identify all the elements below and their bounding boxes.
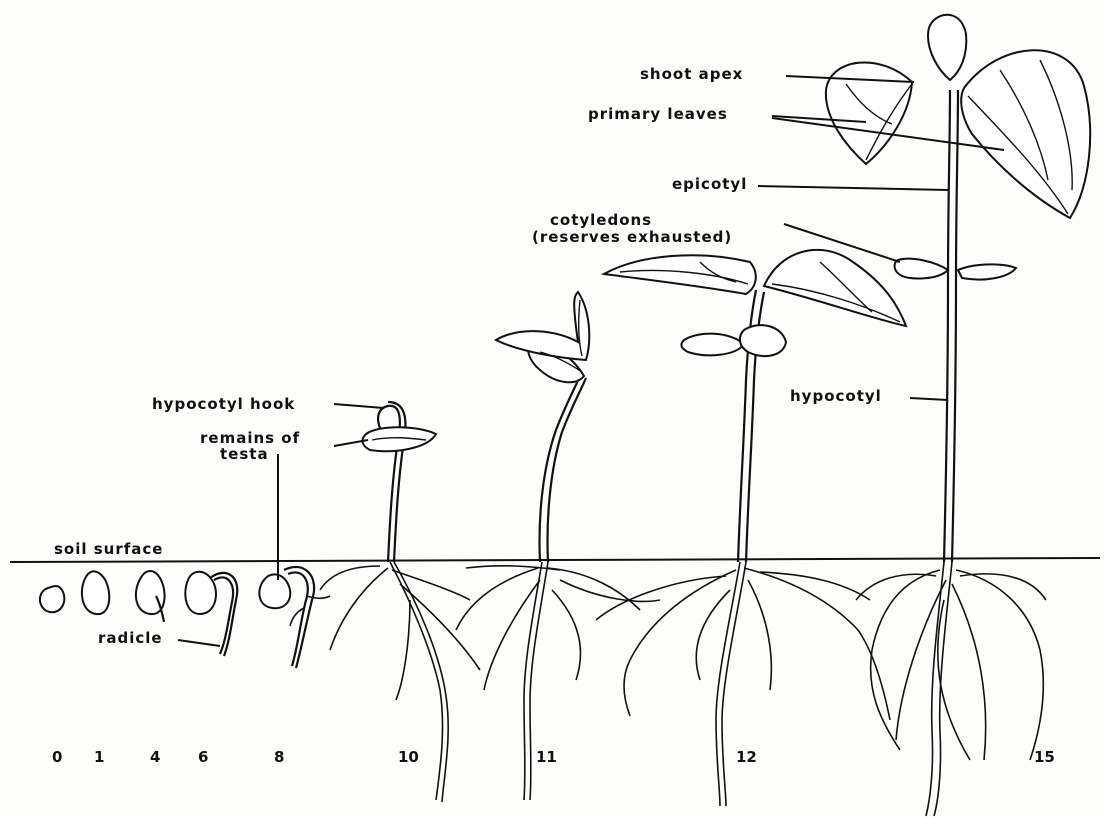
seed-day-1 bbox=[82, 571, 109, 614]
day-label-12: 12 bbox=[736, 748, 757, 766]
cotyledon-right-day-12 bbox=[740, 325, 786, 356]
day-label-6: 6 bbox=[198, 748, 208, 766]
day-label-10: 10 bbox=[398, 748, 419, 766]
seed-day-0 bbox=[40, 586, 64, 612]
cotyledon-left-day-15 bbox=[895, 259, 948, 279]
epicotyl-hypocotyl-day-15 bbox=[944, 90, 950, 562]
roots-day-10 bbox=[320, 562, 480, 802]
roots-day-12 bbox=[596, 562, 890, 806]
label-reserves-exhausted: (reserves exhausted) bbox=[532, 229, 732, 246]
roots-day-15 bbox=[856, 562, 1046, 816]
primary-leaf-right-day-15 bbox=[961, 50, 1090, 218]
seed-day-8 bbox=[259, 574, 290, 608]
day-label-0: 0 bbox=[52, 748, 62, 766]
label-hypocotyl: hypocotyl bbox=[790, 388, 882, 405]
day-label-4: 4 bbox=[150, 748, 160, 766]
label-primary-leaves: primary leaves bbox=[588, 106, 728, 123]
leaf-day-11 bbox=[496, 292, 589, 360]
roots-day-11 bbox=[456, 562, 660, 800]
day-label-11: 11 bbox=[536, 748, 557, 766]
label-radicle: radicle bbox=[98, 630, 163, 647]
leaf-left-day-12 bbox=[604, 255, 756, 294]
label-shoot-apex: shoot apex bbox=[640, 66, 743, 83]
shoot-apex-leaf-day-15 bbox=[928, 15, 966, 80]
label-hypocotyl-hook: hypocotyl hook bbox=[152, 396, 295, 413]
cotyledon-left-day-12 bbox=[681, 334, 744, 356]
day-label-8: 8 bbox=[274, 748, 284, 766]
label-soil-surface: soil surface bbox=[54, 541, 163, 558]
soil-surface-line bbox=[10, 558, 1100, 562]
radicle-day-8 bbox=[284, 567, 314, 668]
label-cotyledons: cotyledons bbox=[550, 212, 652, 229]
day-label-15: 15 bbox=[1034, 748, 1055, 766]
day-label-1: 1 bbox=[94, 748, 104, 766]
label-epicotyl: epicotyl bbox=[672, 176, 747, 193]
label-testa: testa bbox=[220, 446, 269, 463]
cotyledon-right-day-15 bbox=[958, 264, 1016, 279]
